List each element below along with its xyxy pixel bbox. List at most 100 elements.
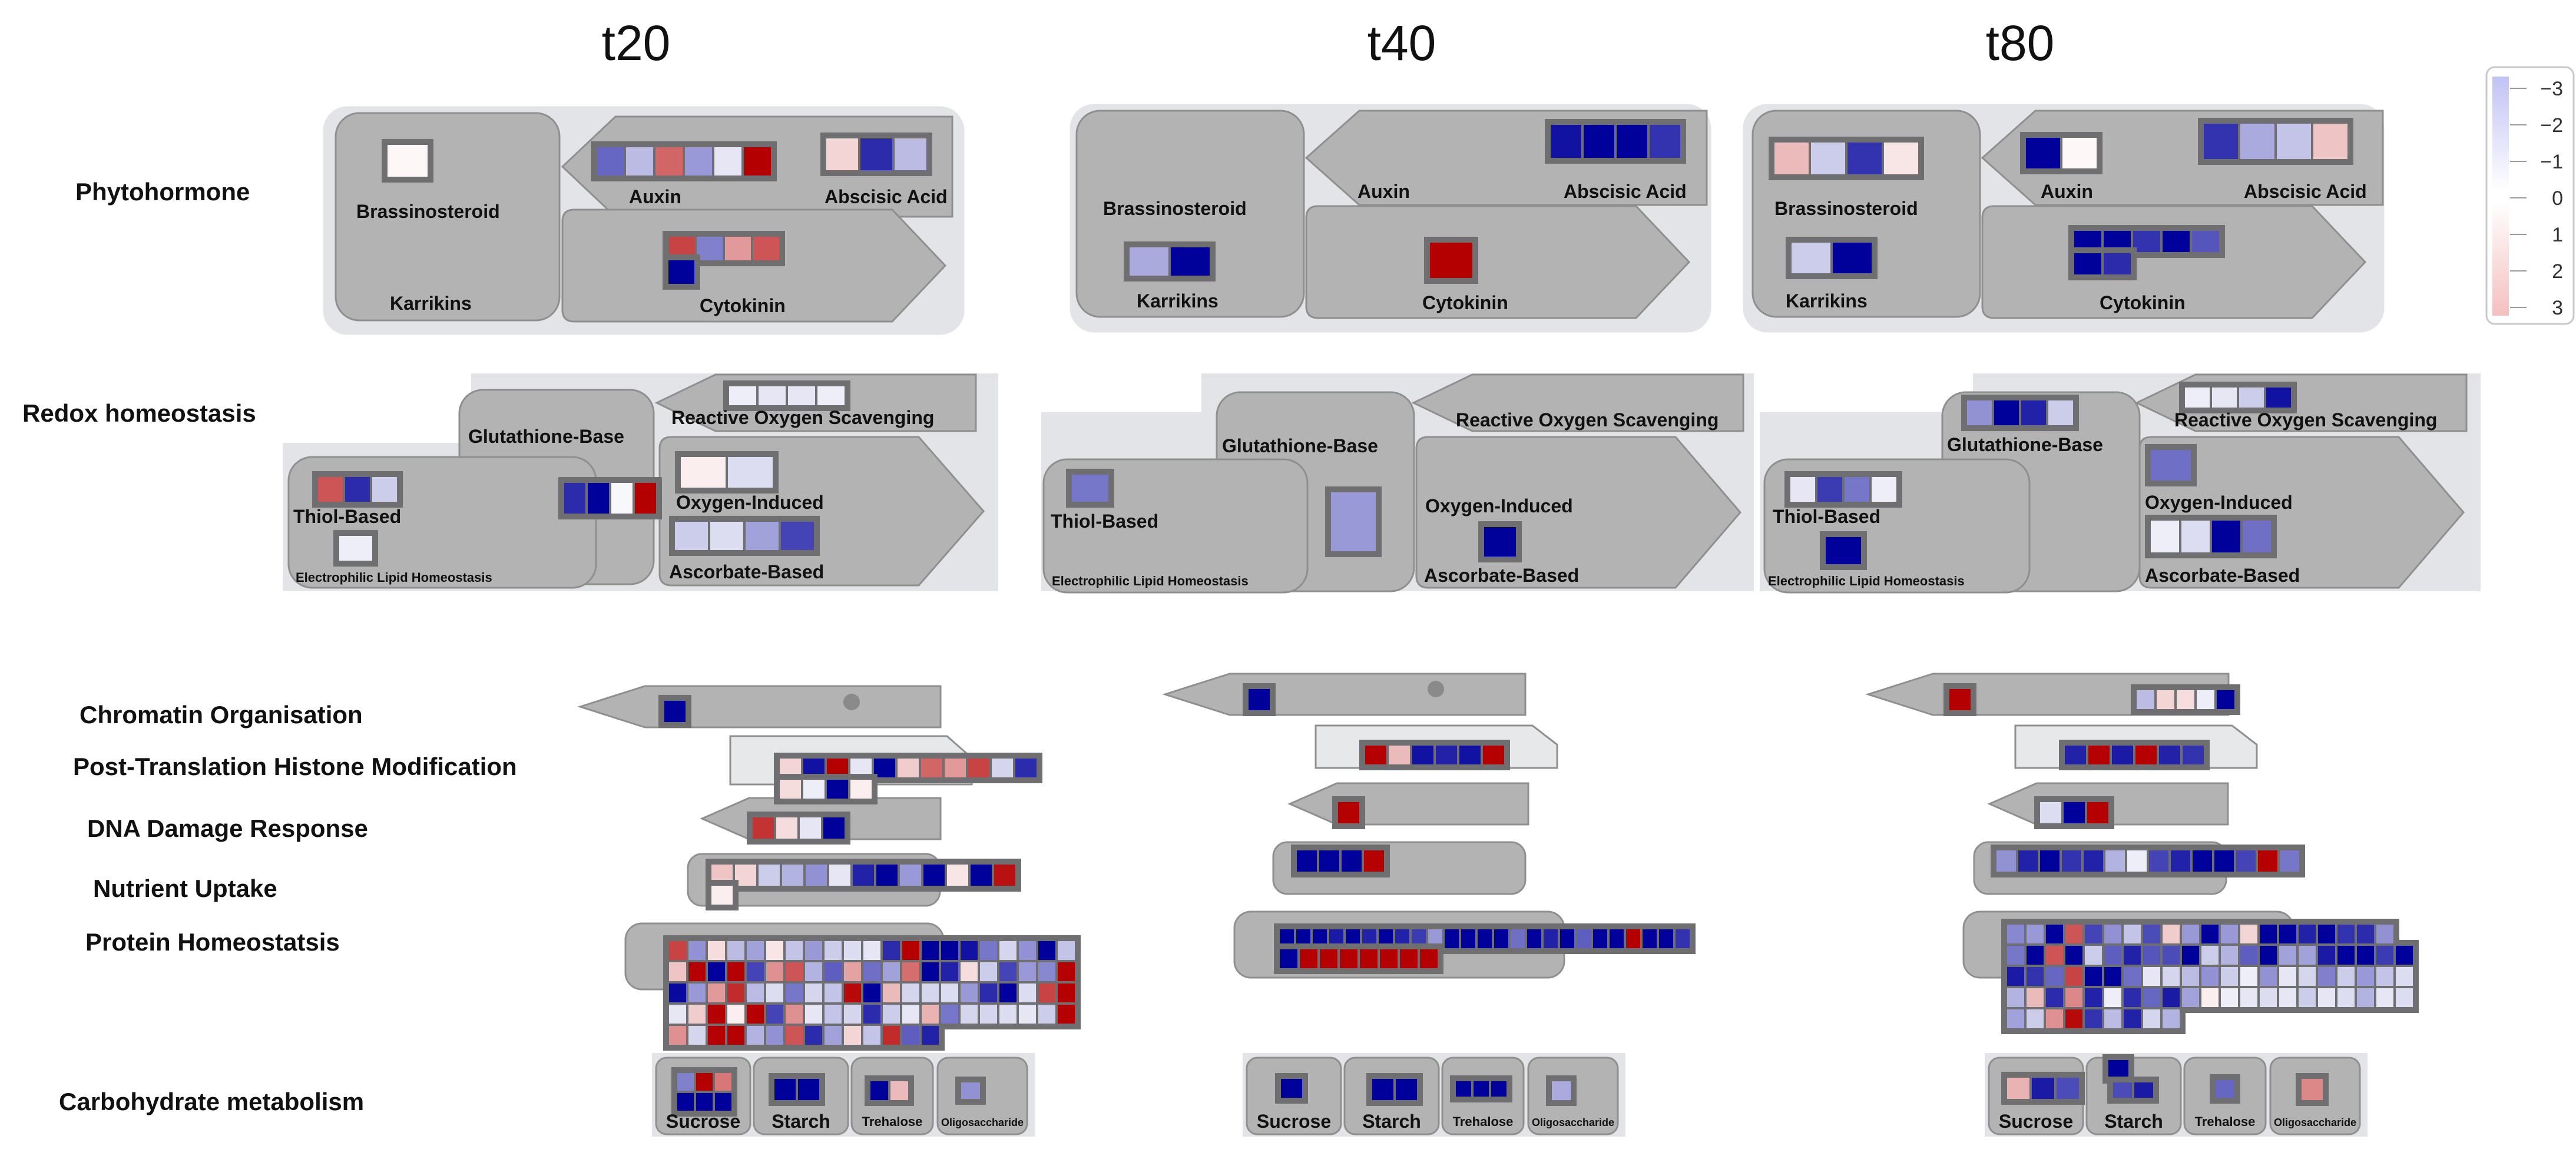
cell: [675, 522, 708, 550]
cell: [2260, 925, 2277, 943]
cell: [2085, 967, 2102, 986]
label-abscisic-t80: Abscisic Acid: [2244, 181, 2367, 202]
cell: [2279, 946, 2296, 965]
label-glutathione-t80: Glutathione-Base: [1947, 434, 2103, 455]
cell: [2048, 400, 2073, 425]
cell: [2104, 253, 2131, 274]
cell: [681, 457, 726, 488]
cell: [766, 984, 783, 1002]
cell: [1643, 929, 1657, 948]
cell: [827, 780, 848, 799]
cell: [922, 984, 939, 1002]
cell: [2201, 925, 2219, 943]
cell: [1281, 1079, 1302, 1098]
cell: [890, 1081, 908, 1100]
cell: [2134, 1082, 2153, 1098]
legend-tick-label: −2: [2540, 114, 2563, 137]
cell: [2040, 802, 2061, 823]
cell: [844, 941, 861, 960]
cell: [2143, 988, 2160, 1007]
cell: [1845, 477, 1869, 502]
label-ros-t80: Reactive Oxygen Scavenging: [2174, 409, 2437, 431]
cell: [999, 941, 1017, 960]
cell: [1551, 125, 1581, 158]
cell: [786, 1026, 803, 1045]
cell: [805, 962, 822, 981]
cell: [980, 962, 997, 981]
cell: [2240, 946, 2257, 965]
cell: [1038, 1005, 1055, 1024]
cell: [1593, 929, 1607, 948]
cell: [1338, 802, 1359, 823]
cell: [1019, 1005, 1036, 1024]
label-abscisic-t20: Abscisic Acid: [825, 186, 948, 207]
cell: [635, 483, 656, 514]
label-oxygen-t20: Oxygen-Induced: [676, 492, 824, 513]
row-label-protein: Protein Homeostatsis: [85, 928, 340, 956]
chromatin-arrow-t40: [1162, 673, 1527, 716]
cell: [759, 386, 786, 405]
cell: [2135, 746, 2157, 764]
label-thiol-t40: Thiol-Based: [1051, 511, 1158, 532]
cell: [1445, 929, 1459, 948]
cell: [2021, 400, 2046, 425]
cell: [2337, 988, 2355, 1007]
cell: [941, 984, 958, 1002]
cell: [1300, 949, 1317, 968]
legend-tick-label: 3: [2552, 297, 2563, 319]
cell: [1342, 850, 1362, 872]
cell: [850, 780, 872, 799]
cell: [2357, 967, 2374, 986]
cell: [1297, 850, 1317, 872]
cell: [1389, 746, 1410, 764]
cell: [941, 1005, 958, 1024]
cell: [825, 984, 842, 1002]
label-brassinosteroid-t80: Brassinosteroid: [1774, 198, 1918, 219]
cell: [2124, 1009, 2141, 1028]
cell: [980, 941, 997, 960]
cell: [2157, 690, 2174, 709]
cell: [876, 865, 898, 886]
cell: [782, 865, 803, 886]
cell: [2027, 967, 2044, 986]
cell: [902, 1026, 919, 1045]
cell: [715, 1073, 731, 1091]
cell: [688, 984, 706, 1002]
cell: [2260, 967, 2277, 986]
cell: [766, 1005, 783, 1024]
cell: [588, 483, 609, 514]
cell: [2085, 1009, 2102, 1028]
cell: [2376, 925, 2393, 943]
cell: [2212, 388, 2237, 408]
cell: [921, 759, 942, 777]
label-lipid-t20: Electrophilic Lipid Homeostasis: [296, 570, 492, 585]
cell: [902, 962, 919, 981]
cell: [727, 941, 744, 960]
cell: [1456, 1081, 1471, 1097]
cell: [711, 886, 733, 905]
row-label-ptm: Post-Translation Histone Modification: [73, 753, 517, 780]
cell: [2143, 946, 2160, 965]
cell: [786, 962, 803, 981]
cell: [2201, 988, 2219, 1007]
cell: [2299, 988, 2316, 1007]
cell: [1484, 527, 1516, 557]
cell: [1058, 941, 1075, 960]
cell: [781, 522, 814, 550]
cell: [2127, 850, 2147, 872]
cell: [2193, 850, 2212, 872]
cell: [708, 941, 725, 960]
cell: [1577, 929, 1591, 948]
dot-marker: [843, 694, 860, 710]
cell: [2396, 988, 2413, 1007]
cell: [345, 477, 370, 502]
cell: [805, 941, 822, 960]
cell: [2027, 1009, 2044, 1028]
cell: [786, 941, 803, 960]
label-brassinosteroid-t40: Brassinosteroid: [1103, 198, 1247, 219]
cell: [883, 941, 900, 960]
cell: [2027, 946, 2044, 965]
cell: [945, 759, 966, 777]
cell: [2221, 967, 2238, 986]
cell: [2032, 1078, 2054, 1099]
